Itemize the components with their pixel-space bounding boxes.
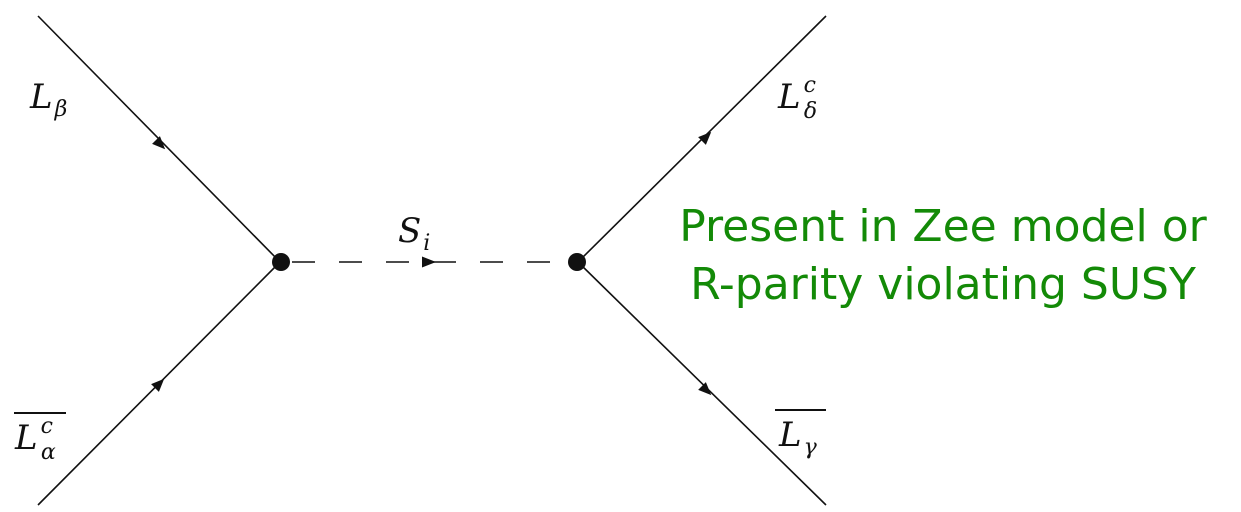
label-top-left: Lβ <box>29 77 67 122</box>
arrow-top-right <box>698 131 712 145</box>
label-top-left-base: L <box>29 77 53 117</box>
label-bottom-right: Lγ <box>775 409 826 460</box>
arrow-propagator <box>422 256 436 268</box>
label-bottom-right-sub: γ <box>804 435 818 460</box>
caption-line-1: Present in Zee model or <box>679 201 1207 252</box>
label-bottom-left-sub: α <box>41 440 56 465</box>
label-top-right-sup: c <box>804 73 816 98</box>
label-top-left-sub: β <box>54 97 68 122</box>
vertex-left <box>272 253 290 271</box>
fermion-line-bottom-right <box>577 261 827 506</box>
arrow-bottom-right <box>698 382 712 396</box>
label-bottom-right-base: L <box>778 415 802 455</box>
label-top-right-sub: δ <box>804 99 817 124</box>
label-bottom-right-text: Lγ <box>778 415 818 460</box>
label-bottom-left-base: L <box>14 418 38 458</box>
label-bottom-left-sup: c <box>41 414 53 439</box>
label-propagator: Si <box>398 211 430 256</box>
label-propagator-base: S <box>398 211 421 251</box>
arrow-top-left <box>152 136 166 150</box>
label-top-right-base: L <box>777 77 801 117</box>
vertex-right <box>568 253 586 271</box>
model-caption: Present in Zee model or R-parity violati… <box>648 198 1238 314</box>
label-propagator-sub: i <box>423 231 430 256</box>
caption-line-2: R-parity violating SUSY <box>690 259 1196 310</box>
arrow-bottom-left <box>151 378 165 392</box>
